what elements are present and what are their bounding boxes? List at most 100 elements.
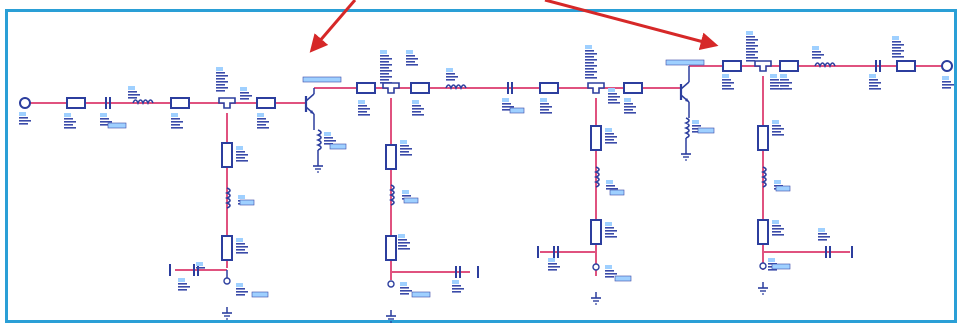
label-tag (605, 222, 612, 226)
label-line (502, 103, 511, 105)
label-line (100, 121, 112, 123)
label-line (585, 59, 597, 61)
label-line (324, 137, 333, 139)
label-line (540, 103, 549, 105)
inductor-icon (445, 84, 467, 91)
label-line (722, 88, 734, 90)
inductor-icon (593, 166, 600, 188)
label-line (942, 87, 951, 89)
label-line (100, 118, 109, 120)
inductor-icon (814, 62, 836, 69)
label-line (216, 84, 225, 86)
label-line (406, 58, 418, 60)
label-line (324, 143, 333, 145)
label-line (772, 125, 781, 127)
label-line (892, 47, 901, 49)
label-line (412, 108, 424, 110)
label-line (722, 82, 734, 84)
label-line (128, 97, 137, 99)
label-highlight-box (771, 263, 791, 270)
tee-junction-icon (754, 60, 772, 72)
label-tag (606, 180, 613, 184)
resistor-icon (221, 235, 233, 261)
resistor-icon (779, 60, 799, 72)
label-line (502, 109, 511, 111)
label-line (608, 96, 620, 98)
label-line (216, 78, 225, 80)
label-highlight-box (775, 185, 791, 192)
label-highlight-box (329, 143, 347, 150)
label-tag (406, 50, 413, 54)
annotation-arrow-right (544, 0, 719, 51)
label-line (585, 77, 597, 79)
label-line (236, 157, 245, 159)
label-line (605, 276, 614, 278)
tee-junction-icon (218, 97, 236, 109)
label-line (770, 85, 779, 87)
label-line (585, 65, 597, 67)
label-line (236, 291, 248, 293)
label-line (380, 76, 392, 78)
label-line (406, 61, 415, 63)
label-tag (240, 87, 247, 91)
label-line (869, 82, 881, 84)
label-line (216, 75, 228, 77)
transistor-arrow-icon (685, 98, 689, 102)
label-line (605, 139, 614, 141)
label-tag (236, 238, 243, 242)
resistor-icon (385, 144, 397, 170)
label-line (19, 123, 28, 125)
label-line (746, 42, 755, 44)
label-highlight-box (411, 291, 431, 298)
label-line (624, 106, 636, 108)
label-line (812, 57, 821, 59)
label-line (128, 94, 140, 96)
label-line (892, 41, 901, 43)
label-line (770, 82, 782, 84)
label-line (746, 51, 758, 53)
label-tag (608, 88, 615, 92)
label-line (178, 286, 190, 288)
label-line (605, 142, 617, 144)
label-tag (548, 258, 555, 262)
label-tag (236, 146, 243, 150)
label-line (446, 76, 458, 78)
resistor-icon (356, 82, 376, 94)
label-tag (768, 258, 775, 262)
label-line (605, 273, 617, 275)
label-line (452, 288, 464, 290)
resistor-icon (896, 60, 916, 72)
label-line (406, 55, 415, 57)
label-line (548, 266, 560, 268)
label-line (608, 93, 617, 95)
label-tag (540, 98, 547, 102)
label-line (746, 60, 755, 62)
label-line (585, 53, 597, 55)
label-line (452, 291, 461, 293)
label-line (692, 131, 701, 133)
label-line (770, 88, 782, 90)
label-line (216, 81, 228, 83)
label-tag (412, 100, 419, 104)
label-tag (746, 31, 753, 35)
label-line (772, 234, 784, 236)
label-line (358, 105, 367, 107)
label-line (196, 267, 205, 269)
inductor-icon (760, 166, 767, 188)
label-line (358, 111, 367, 113)
label-line (178, 289, 187, 291)
wire-layer (28, 65, 945, 280)
label-line (502, 106, 514, 108)
label-tag (216, 67, 223, 71)
label-line (548, 263, 557, 265)
label-line (128, 91, 137, 93)
label-line (746, 39, 758, 41)
label-line (446, 73, 455, 75)
label-tag (605, 265, 612, 269)
inductor-icon (315, 129, 322, 151)
label-line (892, 56, 904, 58)
label-line (869, 85, 878, 87)
bias-node-icon (592, 263, 600, 271)
label-line (605, 136, 617, 138)
label-tag (358, 100, 365, 104)
